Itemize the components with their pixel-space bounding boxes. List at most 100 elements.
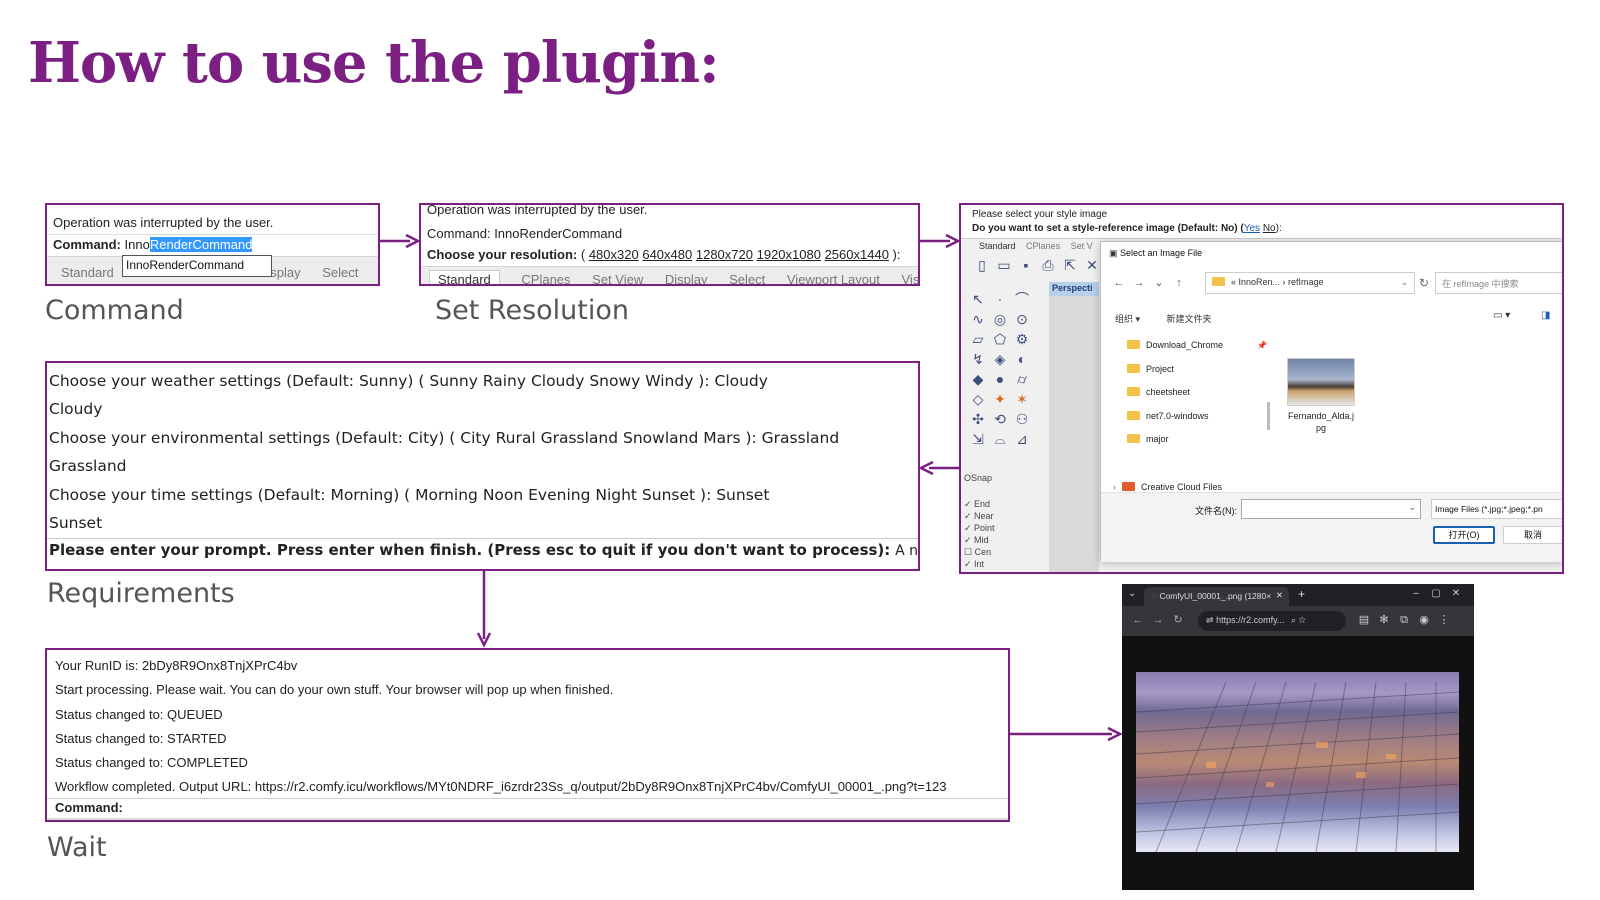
resolution-option-1280x720[interactable]: 1280x720 xyxy=(695,247,753,262)
tab-menu-icon[interactable]: ⌄ xyxy=(1128,588,1137,599)
point-icon[interactable]: · xyxy=(997,291,1003,307)
preview-pane-icon[interactable]: ◨ xyxy=(1541,310,1551,321)
style-option-yes[interactable]: Yes xyxy=(1243,223,1261,234)
resolution-prompt-line[interactable]: Choose your resolution: ( 480x320 640x48… xyxy=(427,247,901,262)
up-arrow-icon[interactable]: ↑ xyxy=(1176,277,1182,289)
export-icon[interactable]: ⇱ xyxy=(1064,257,1076,273)
close-window-icon[interactable]: ✕ xyxy=(1451,588,1461,599)
move-icon[interactable]: ✣ xyxy=(972,411,984,427)
osnap-int[interactable]: ✓ Int xyxy=(964,559,985,569)
save-icon[interactable]: ▪ xyxy=(1023,257,1029,273)
boolean-icon[interactable]: ✦ xyxy=(994,391,1006,407)
prompt-line[interactable]: Please enter your prompt. Press enter wh… xyxy=(49,541,918,559)
resolution-option-480x320[interactable]: 480x320 xyxy=(588,247,639,262)
pin-icon[interactable]: 📌 xyxy=(1257,341,1267,350)
resolution-option-640x480[interactable]: 640x480 xyxy=(642,247,693,262)
extrude-icon[interactable]: ◇ xyxy=(972,391,984,407)
breadcrumb-parent[interactable]: InnoRen... xyxy=(1238,277,1281,287)
polygon-icon[interactable]: ⬠ xyxy=(993,331,1007,347)
arc-icon[interactable]: ⌓ xyxy=(994,431,1006,447)
chevron-down-icon[interactable]: ⌄ xyxy=(1408,502,1416,512)
resolution-option-1920x1080[interactable]: 1920x1080 xyxy=(756,247,821,262)
cylinder-icon[interactable]: ⌭ xyxy=(1016,371,1028,387)
fillet-icon[interactable]: ↯ xyxy=(972,351,984,367)
file-item[interactable]: Fernando_Alda.jpg xyxy=(1283,358,1359,434)
star-icon[interactable]: ☆ xyxy=(1298,615,1306,625)
site-info-icon[interactable]: ⇌ xyxy=(1206,615,1214,625)
file-type-select[interactable]: Image Files (*.jpg;*.jpeg;*.pn xyxy=(1431,499,1562,519)
mesh-icon[interactable]: ✶ xyxy=(1016,391,1028,407)
print-icon[interactable]: ⎙ xyxy=(1042,257,1054,273)
resolution-option-2560x1440[interactable]: 2560x1440 xyxy=(824,247,889,262)
tab-set-view[interactable]: Set View xyxy=(592,272,644,286)
open-folder-icon[interactable]: ▭ xyxy=(997,257,1011,273)
tab-standard[interactable]: Standard xyxy=(61,265,114,280)
osnap-near[interactable]: ✓ Near xyxy=(964,511,994,521)
reload-icon[interactable]: ↻ xyxy=(1173,614,1183,626)
circle-icon[interactable]: ◎ xyxy=(993,311,1007,327)
viewport-label[interactable]: Perspecti xyxy=(1049,282,1099,296)
rectangle-icon[interactable]: ▱ xyxy=(972,331,984,347)
osnap-mid[interactable]: ✓ Mid xyxy=(964,535,989,545)
address-bar[interactable]: « InnoRen... › refImage ⌄ xyxy=(1205,272,1415,294)
rotate-icon[interactable]: ⟲ xyxy=(994,411,1006,427)
loft-icon[interactable]: ◐ xyxy=(1017,351,1027,367)
browser-tab[interactable]: ◌ ComfyUI_00001_.png (1280× ✕ xyxy=(1144,587,1289,606)
ellipse-icon[interactable]: ⊙ xyxy=(1016,311,1028,327)
output-url-line[interactable]: Workflow completed. Output URL: https://… xyxy=(55,779,947,795)
maximize-icon[interactable]: ▢ xyxy=(1431,588,1441,599)
profile-avatar-icon[interactable]: ◉ xyxy=(1419,614,1429,626)
view-options-icon[interactable]: ▭ ▾ xyxy=(1493,310,1511,321)
box-icon[interactable]: ◆ xyxy=(972,371,984,387)
back-arrow-icon[interactable]: ← xyxy=(1113,277,1125,289)
command-prompt[interactable]: Command: xyxy=(55,800,123,815)
refresh-icon[interactable]: ↻ xyxy=(1419,276,1430,290)
gear-icon[interactable]: ⚙ xyxy=(1015,331,1029,347)
osnap-end[interactable]: ✓ End xyxy=(964,499,991,509)
tab-select[interactable]: Select xyxy=(322,265,359,280)
command-line[interactable]: Command: InnoRenderCommand xyxy=(53,237,253,252)
tab-display[interactable]: isplay xyxy=(267,265,301,280)
polyline-icon[interactable]: ⌒ xyxy=(1015,291,1029,307)
new-folder-button[interactable]: 新建文件夹 xyxy=(1166,314,1212,324)
breadcrumb-current[interactable]: refImage xyxy=(1288,277,1324,287)
transform-icon[interactable]: ⇲ xyxy=(972,431,984,447)
surface-icon[interactable]: ◈ xyxy=(994,351,1006,367)
osnap-cen[interactable]: ☐ Cen xyxy=(964,547,992,557)
autocomplete-option[interactable]: InnoRenderCommand xyxy=(126,258,245,272)
tab-viewport-layout[interactable]: Viewport Layout xyxy=(786,272,880,286)
chevron-down-icon[interactable]: ⌄ xyxy=(1154,277,1164,289)
cancel-button[interactable]: 取消 xyxy=(1503,526,1562,544)
puzzle-icon[interactable]: ⧉ xyxy=(1400,614,1408,626)
close-x-icon[interactable]: ✕ xyxy=(1086,257,1098,273)
organize-button[interactable]: 组织 ▾ xyxy=(1115,314,1141,324)
sphere-icon[interactable]: ● xyxy=(995,371,1005,387)
url-bar[interactable]: ⇌ https://r2.comfy... ⌕ ☆ xyxy=(1198,611,1346,631)
folder-major[interactable]: major xyxy=(1127,428,1267,452)
reading-list-icon[interactable]: ▤ xyxy=(1358,614,1370,626)
forward-arrow-icon[interactable]: → xyxy=(1152,614,1164,626)
minimize-icon[interactable]: – xyxy=(1413,588,1419,599)
curve-icon[interactable]: ∿ xyxy=(972,311,984,327)
autocomplete-dropdown[interactable]: InnoRenderCommand xyxy=(122,255,272,277)
tab-cplanes[interactable]: CPlanes xyxy=(1026,241,1061,251)
osnap-point[interactable]: ✓ Point xyxy=(964,523,995,533)
new-tab-icon[interactable]: + xyxy=(1298,587,1306,601)
filename-input[interactable]: ⌄ xyxy=(1241,499,1421,519)
group-icon[interactable]: ⚇ xyxy=(1015,411,1029,427)
close-icon[interactable]: ✕ xyxy=(1275,590,1283,600)
tab-standard[interactable]: Standard xyxy=(429,270,500,284)
tab-set-view[interactable]: Set V xyxy=(1070,241,1093,251)
extensions-icon[interactable]: ✻ xyxy=(1379,614,1389,626)
search-input[interactable]: 在 refImage 中搜索 xyxy=(1435,272,1562,294)
tab-standard[interactable]: Standard xyxy=(979,241,1016,251)
style-option-no[interactable]: No xyxy=(1262,223,1276,234)
select-arrow-icon[interactable]: ↖ xyxy=(972,291,984,307)
menu-kebab-icon[interactable]: ⋮ xyxy=(1438,614,1450,626)
forward-arrow-icon[interactable]: → xyxy=(1133,277,1145,289)
zoom-icon[interactable]: ⌕ xyxy=(1290,615,1296,625)
folder-creative-cloud[interactable]: ›Creative Cloud Files xyxy=(1113,476,1267,500)
new-file-icon[interactable]: ▯ xyxy=(978,257,986,273)
back-arrow-icon[interactable]: ← xyxy=(1132,614,1144,626)
tab-visibility[interactable]: Visibility xyxy=(901,272,920,286)
